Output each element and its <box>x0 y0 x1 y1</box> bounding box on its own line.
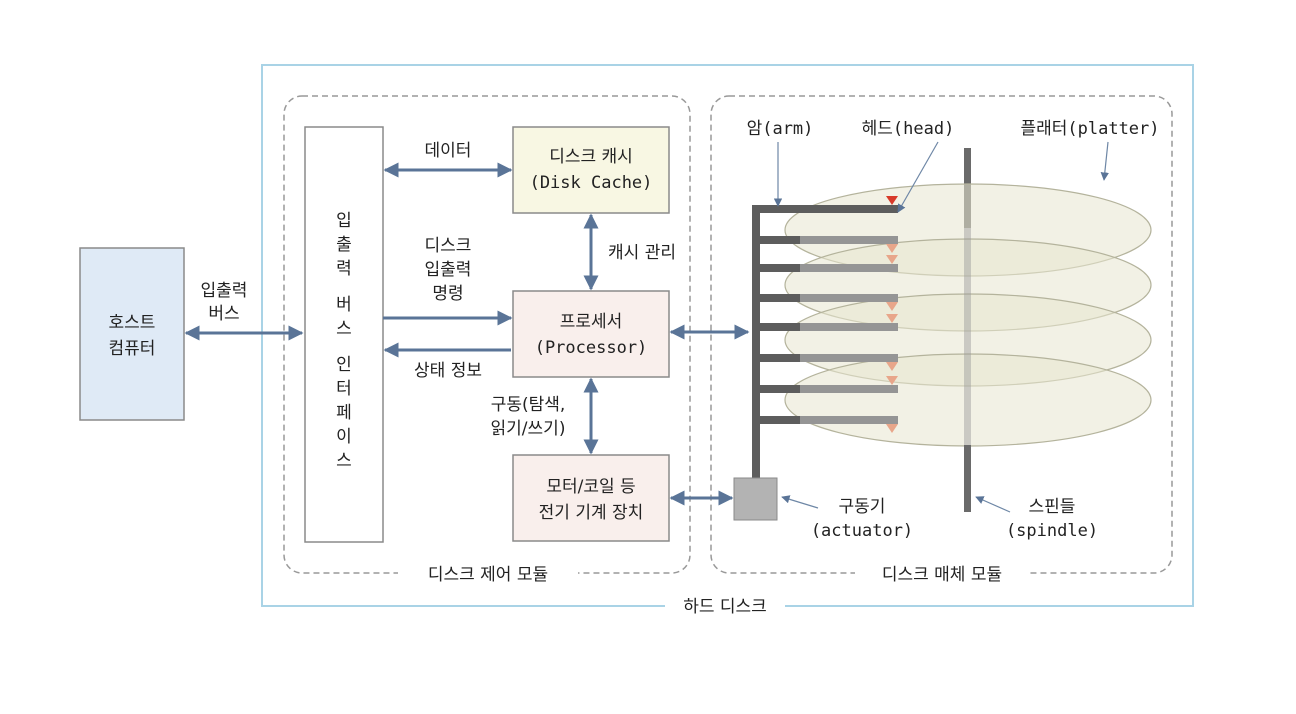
disk-cache-label-2: (Disk Cache) <box>530 173 653 193</box>
actuator-block <box>733 477 778 521</box>
host-computer-box: 호스트 컴퓨터 <box>79 247 185 421</box>
arm-shade <box>800 323 898 331</box>
command-label-1: 디스크 <box>425 236 472 256</box>
spindle-label-2: (spindle) <box>1006 521 1098 541</box>
spindle-shaft <box>964 228 971 445</box>
arm-shade <box>800 416 898 424</box>
actuator-label-1: 구동기 <box>839 497 886 517</box>
host-label-2: 컴퓨터 <box>109 339 156 359</box>
io-interface-char: 스 <box>336 319 352 339</box>
arm <box>752 416 898 424</box>
arm <box>752 264 898 272</box>
drive-label-1: 구동(탐색, <box>491 395 566 415</box>
platter-leader <box>1100 141 1109 181</box>
arm <box>752 385 898 393</box>
disk-cache-box: 디스크 캐시 (Disk Cache) <box>512 126 670 214</box>
io-interface-char: 력 <box>336 259 352 279</box>
arm-shade <box>800 236 898 244</box>
host-bus-label-1: 입출력 <box>201 281 248 301</box>
host-label-1: 호스트 <box>109 313 156 333</box>
arm <box>752 205 898 213</box>
io-interface-char: 페 <box>336 403 352 423</box>
host-bus-label-2: 버스 <box>208 304 239 324</box>
processor-label-1: 프로세서 <box>560 312 623 332</box>
actuator-label-2: (actuator) <box>811 521 913 541</box>
actuator-leader <box>781 495 819 509</box>
arm-post <box>752 209 760 481</box>
control-module-label: 디스크 제어 모듈 <box>428 565 548 585</box>
spindle-bottom <box>964 445 971 512</box>
io-interface-char: 이 <box>336 427 352 447</box>
spindle-leader <box>975 496 1011 513</box>
command-label-3: 명령 <box>432 284 463 304</box>
io-interface-char: 입 <box>336 211 352 231</box>
arm-shade <box>800 205 898 213</box>
head-label: 헤드(head) <box>862 119 955 139</box>
arm-shade <box>800 264 898 272</box>
arm-shade <box>800 385 898 393</box>
head <box>886 362 898 371</box>
io-interface-char: 출 <box>336 235 352 255</box>
head <box>886 314 898 323</box>
platter-label: 플래터(platter) <box>1020 119 1159 139</box>
head <box>886 302 898 311</box>
io-interface-char: 인 <box>336 355 352 375</box>
spindle-label-1: 스핀들 <box>1029 497 1076 517</box>
hard-disk-label: 하드 디스크 <box>683 597 767 617</box>
status-label: 상태 정보 <box>414 361 482 381</box>
motor-label-1: 모터/코일 등 <box>546 477 635 497</box>
arm-shade <box>800 294 898 302</box>
command-label-2: 입출력 <box>425 260 472 280</box>
processor-label-2: (Processor) <box>535 338 648 358</box>
head <box>886 244 898 253</box>
head-leader <box>897 141 939 213</box>
head <box>886 255 898 264</box>
arm <box>752 323 898 331</box>
io-interface-char: 터 <box>336 379 352 399</box>
processor-box: 프로세서 (Processor) <box>512 290 670 378</box>
disk-cache-label-1: 디스크 캐시 <box>549 147 633 167</box>
arm-label: 암(arm) <box>747 119 814 139</box>
head <box>886 424 898 433</box>
io-interface-char: 스 <box>336 451 352 471</box>
arm-shade <box>800 354 898 362</box>
arm <box>752 354 898 362</box>
media-module-label: 디스크 매체 모듈 <box>882 565 1002 585</box>
motor-box: 모터/코일 등 전기 기계 장치 <box>512 454 670 542</box>
drive-label-2: 읽기/쓰기) <box>491 419 566 439</box>
head <box>886 196 898 205</box>
arm <box>752 294 898 302</box>
io-interface-char: 버 <box>336 295 352 315</box>
data-label: 데이터 <box>425 141 472 161</box>
arm <box>752 236 898 244</box>
disk-media-drawing <box>733 148 1152 521</box>
head <box>886 376 898 385</box>
cache-management-label: 캐시 관리 <box>608 243 676 263</box>
motor-label-2: 전기 기계 장치 <box>539 503 644 523</box>
